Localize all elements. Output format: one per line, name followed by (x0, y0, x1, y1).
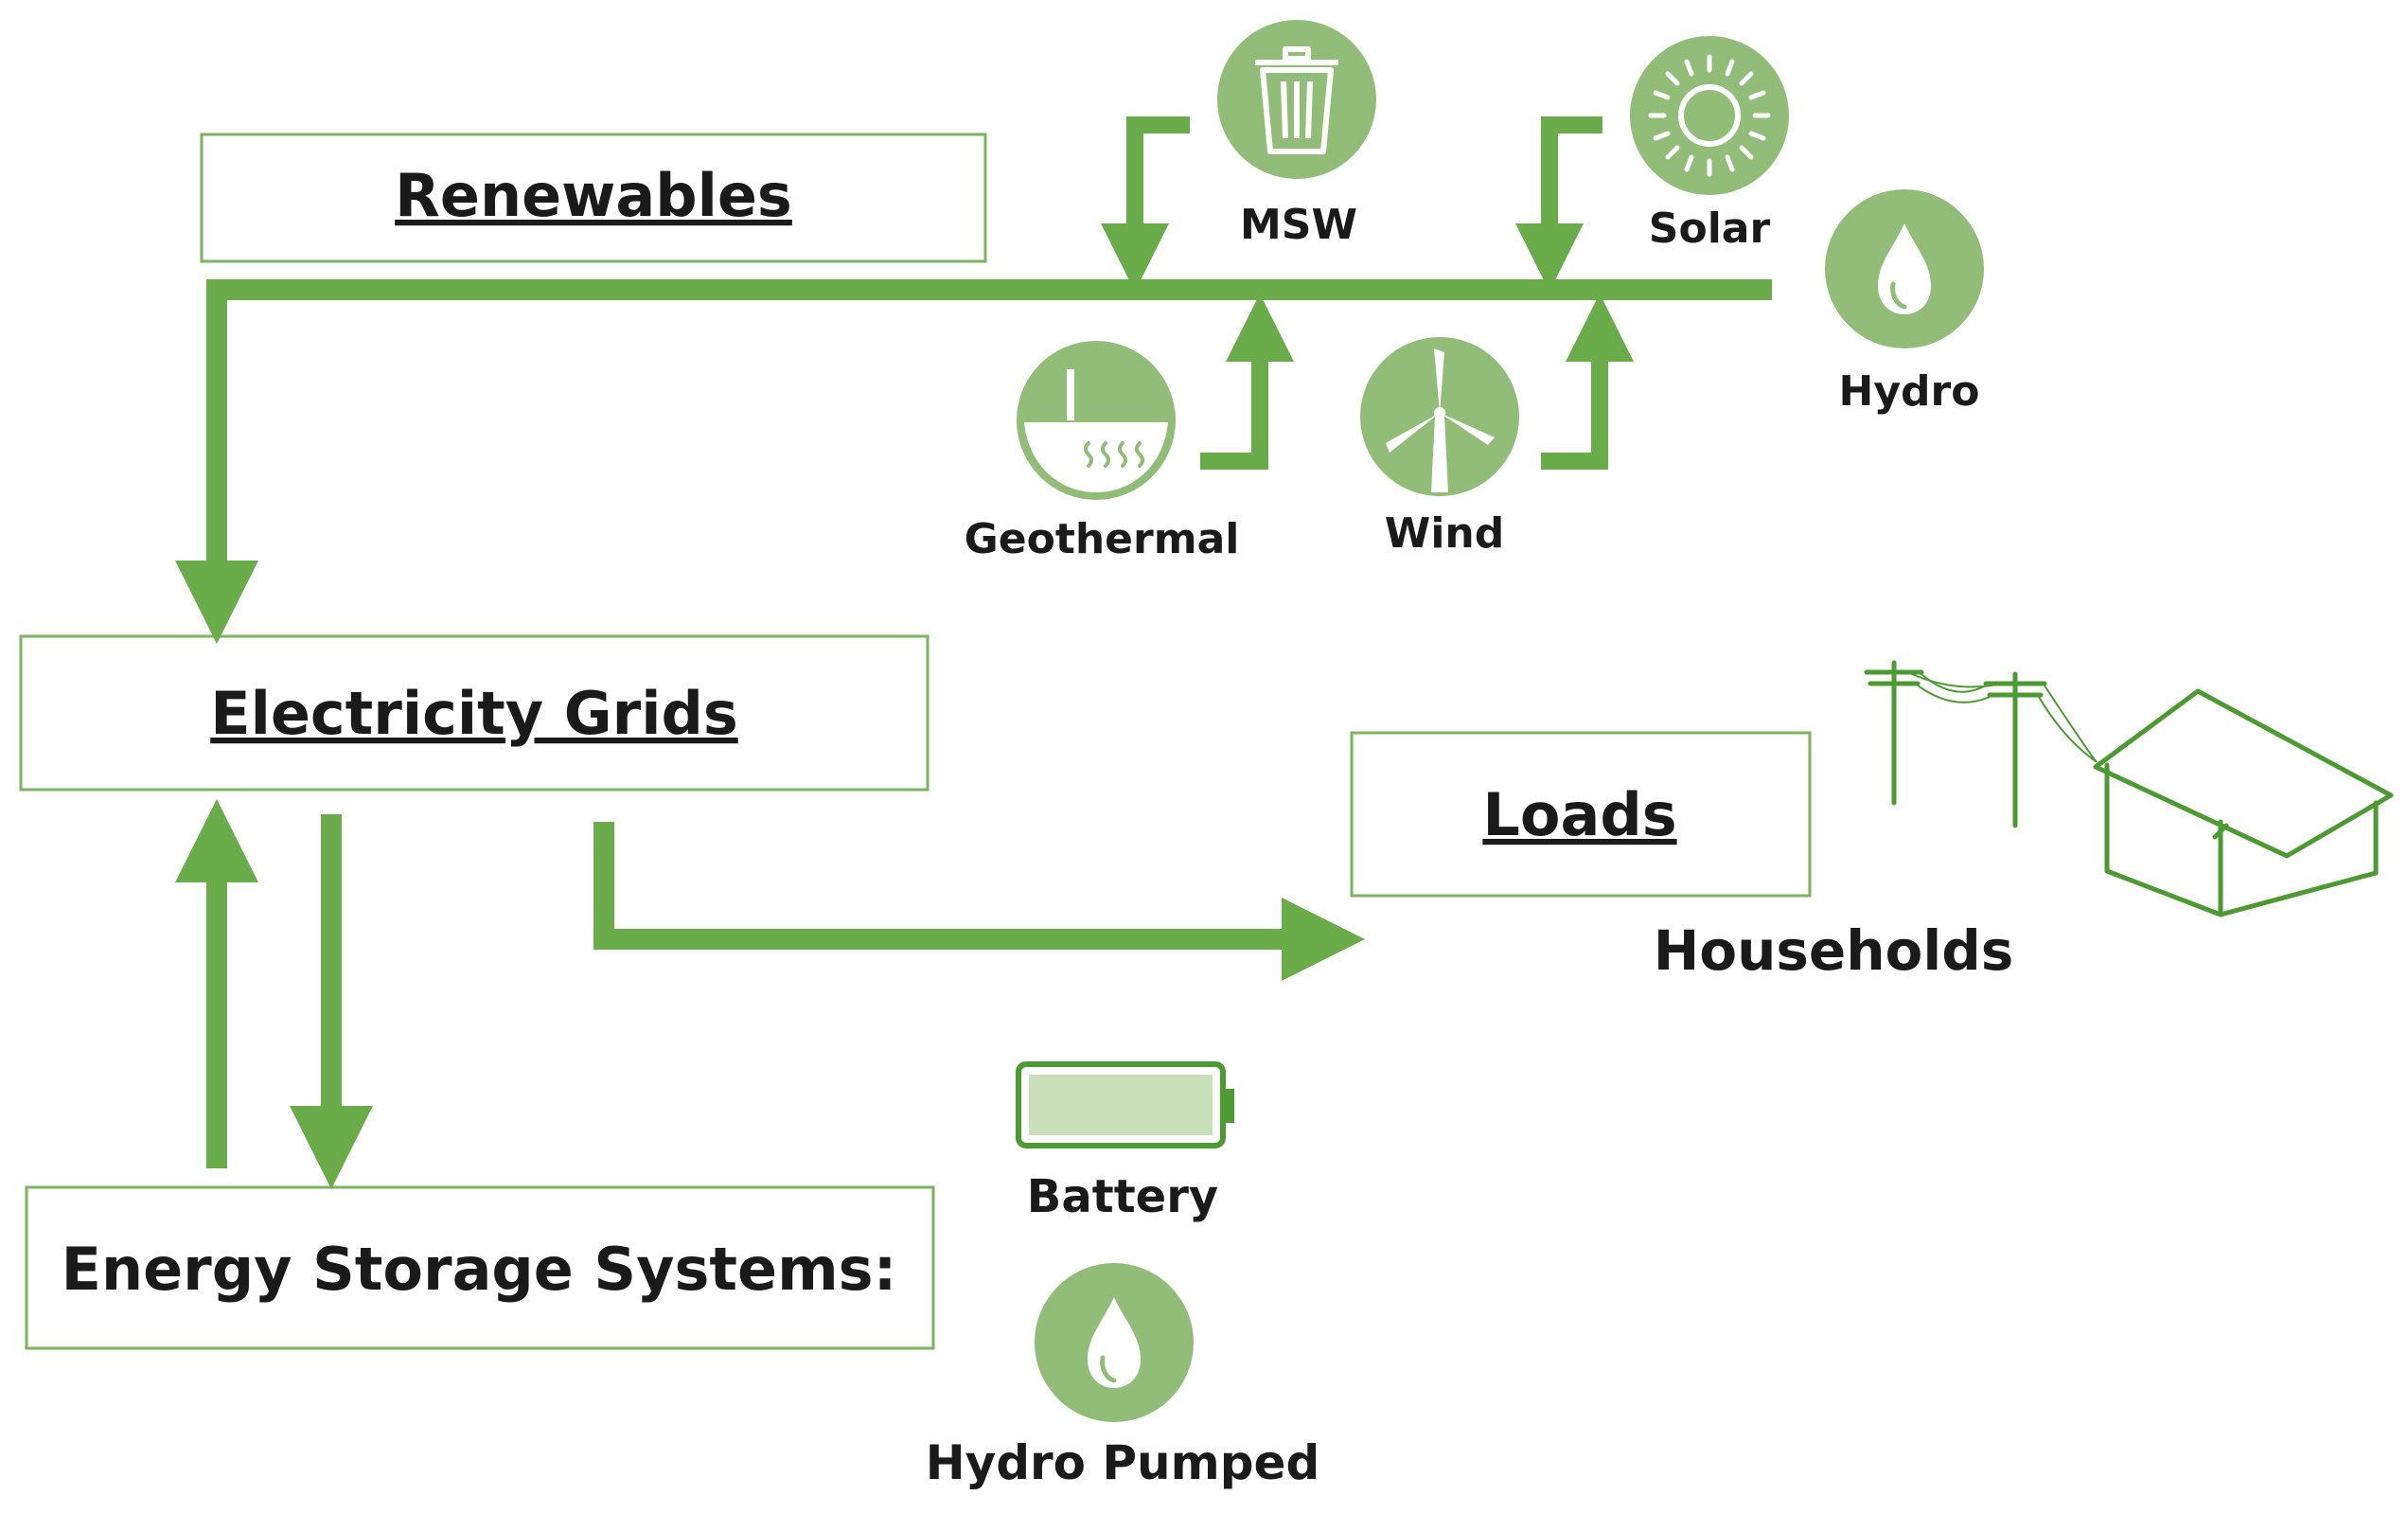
loads-box: Loads (1350, 731, 1812, 898)
geothermal-feeder-arrow (1200, 294, 1294, 470)
battery-label: Battery (1027, 1170, 1218, 1223)
electricity-grids-title: Electricity Grids (210, 679, 738, 748)
sun-icon (1630, 36, 1789, 195)
geothermal-icon (1017, 341, 1176, 500)
water-drop-icon (1035, 1263, 1194, 1422)
battery-icon (1016, 1061, 1234, 1148)
renewables-box: Renewables (200, 133, 987, 263)
solar-feeder-arrow (1515, 116, 1602, 292)
loads-title: Loads (1482, 780, 1676, 849)
grid-to-loads-arrow (593, 822, 1365, 981)
msw-label: MSW (1240, 201, 1357, 249)
water-drop-icon (1825, 189, 1984, 348)
hydro-label: Hydro (1839, 367, 1980, 416)
energy-storage-box: Energy Storage Systems: (25, 1185, 935, 1350)
renewables-bus (175, 279, 1772, 644)
wind-feeder-arrow (1541, 294, 1634, 470)
renewables-title: Renewables (395, 161, 792, 230)
wind-turbine-icon (1360, 337, 1519, 496)
trash-can-icon (1217, 20, 1376, 179)
wind-label: Wind (1385, 509, 1504, 558)
electricity-grids-box: Electricity Grids (19, 634, 930, 792)
house-with-power-lines-icon (1864, 660, 2394, 917)
hydro-pumped-label: Hydro Pumped (926, 1435, 1319, 1490)
geothermal-label: Geothermal (965, 515, 1240, 563)
msw-feeder-arrow (1101, 116, 1190, 292)
households-label: Households (1654, 918, 2014, 983)
energy-storage-title: Energy Storage Systems: (62, 1235, 897, 1304)
solar-label: Solar (1649, 205, 1771, 253)
